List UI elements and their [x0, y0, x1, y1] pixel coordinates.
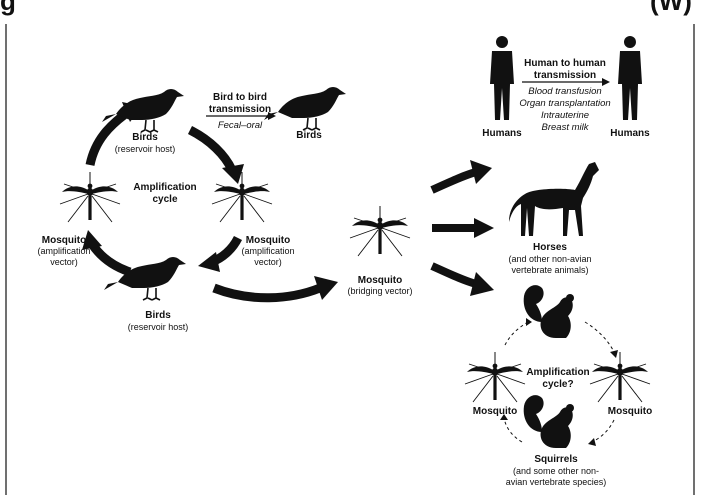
human-left-icon	[490, 36, 514, 120]
bird-to-bird-target-label: Birds	[296, 130, 322, 141]
header-fragment-left: g	[0, 0, 16, 16]
top-birds-label: Birds	[132, 132, 158, 143]
bird-to-bird-title-2: transmission	[209, 104, 271, 115]
horses-desc-2: vertebrate animals)	[511, 265, 588, 275]
cycle-arrow-top-right	[190, 130, 244, 184]
horse-icon	[509, 162, 599, 236]
human-transmission-title-1: Human to human	[524, 58, 606, 69]
horses-label: Horses	[533, 242, 567, 253]
bird-to-bird-title-1: Bird to bird	[213, 92, 267, 103]
arrow-to-bridging-vector	[214, 276, 338, 300]
human-route-4: Breast milk	[542, 122, 590, 133]
squirrel-bottom-icon	[524, 395, 574, 448]
amplification-cycle-title-2: cycle	[152, 194, 177, 205]
squirrels-desc-2: avian vertebrate species)	[506, 477, 607, 487]
cycle-arrow-bottom-right	[198, 238, 238, 272]
mosquito-right-icon	[212, 172, 272, 222]
squirrel-cycle-mosquito-right-icon	[590, 352, 650, 402]
right-mosquito-label: Mosquito	[246, 235, 290, 246]
squirrel-cycle-left-mosquito-label: Mosquito	[473, 406, 517, 417]
left-mosquito-role-2: vector)	[50, 257, 78, 267]
human-route-3: Intrauterine	[541, 110, 589, 121]
right-mosquito-role-2: vector)	[254, 257, 282, 267]
arrow-to-squirrels	[432, 266, 494, 296]
squirrel-cycle-right-mosquito-label: Mosquito	[608, 406, 652, 417]
amplification-cycle-title-1: Amplification	[133, 182, 196, 193]
left-mosquito-role-1: (amplification	[37, 246, 90, 256]
top-birds-role: (reservoir host)	[115, 144, 176, 154]
squirrel-cycle-title-1: Amplification	[526, 367, 589, 378]
squirrel-cycle-mosquito-left-icon	[465, 352, 525, 402]
bridging-mosquito-role: (bridging vector)	[347, 286, 412, 296]
human-right-icon	[618, 36, 642, 120]
arrow-to-humans	[432, 160, 492, 190]
squirrel-cycle-title-2: cycle?	[542, 379, 573, 390]
bird-to-bird-route: Fecal–oral	[218, 120, 263, 131]
crow-transmission-icon	[264, 87, 346, 130]
human-transmission-title-2: transmission	[534, 70, 596, 81]
left-mosquito-label: Mosquito	[42, 235, 86, 246]
humans-left-label: Humans	[482, 128, 522, 139]
header-fragment-right: (W)	[650, 0, 692, 16]
arrow-to-horses	[432, 218, 494, 238]
squirrels-desc-1: (and some other non-	[513, 466, 599, 476]
bridging-mosquito-icon	[350, 206, 410, 256]
mosquito-left-icon	[60, 172, 120, 222]
humans-right-label: Humans	[610, 128, 650, 139]
squirrels-label: Squirrels	[534, 454, 578, 465]
horses-desc-1: (and other non-avian	[508, 254, 591, 264]
bottom-birds-role: (reservoir host)	[128, 322, 189, 332]
squirrel-top-icon	[524, 285, 574, 338]
bottom-birds-label: Birds	[145, 310, 171, 321]
header-band	[0, 0, 701, 24]
right-mosquito-role-1: (amplification	[241, 246, 294, 256]
human-route-2: Organ transplantation	[519, 98, 610, 109]
human-route-1: Blood transfusion	[528, 86, 601, 97]
bridging-mosquito-label: Mosquito	[358, 275, 402, 286]
